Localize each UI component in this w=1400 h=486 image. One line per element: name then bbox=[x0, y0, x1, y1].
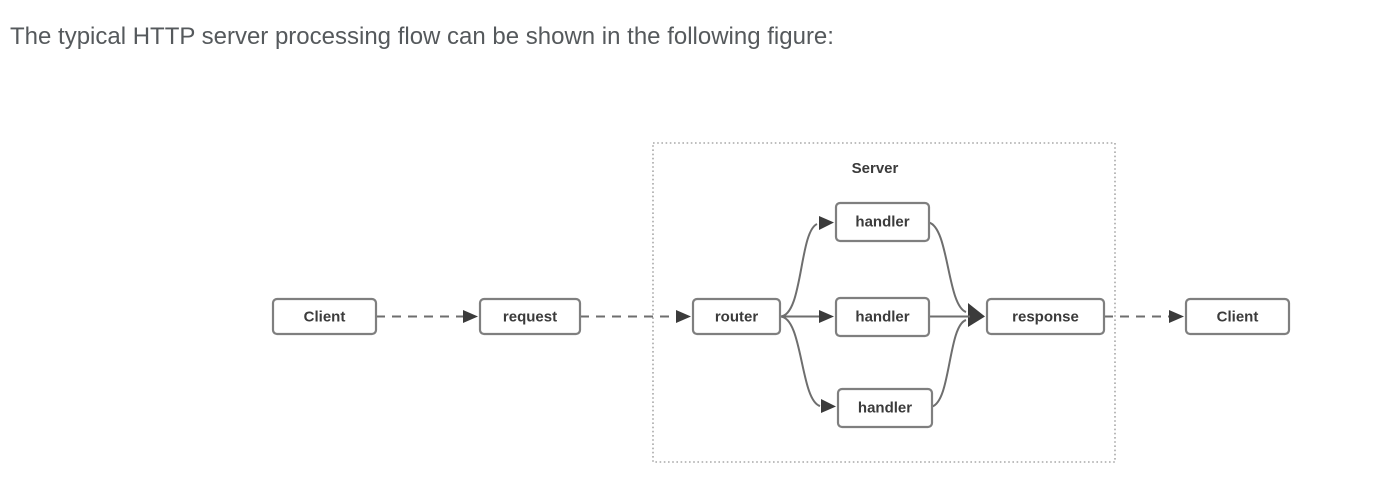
client-left-label: Client bbox=[304, 308, 346, 325]
node-client-left[interactable]: Client bbox=[271, 297, 378, 336]
node-request[interactable]: request bbox=[478, 297, 582, 336]
edge-response-to-client-right bbox=[1104, 310, 1184, 323]
client-left-box[interactable] bbox=[271, 297, 378, 336]
response-box[interactable] bbox=[985, 297, 1106, 336]
edge-router-to-handler-bottom bbox=[779, 315, 836, 413]
handler-top-box[interactable] bbox=[834, 201, 931, 243]
edge-client-left-to-request bbox=[376, 310, 478, 323]
node-handler-middle[interactable]: handler bbox=[834, 296, 931, 338]
request-label: request bbox=[503, 308, 557, 325]
node-client-right[interactable]: Client bbox=[1184, 297, 1291, 336]
handler-bottom-label: handler bbox=[858, 399, 912, 416]
node-handler-top[interactable]: handler bbox=[834, 201, 931, 243]
server-group-label: Server bbox=[852, 160, 899, 177]
edge-handler-top-to-response bbox=[928, 221, 985, 327]
handler-bottom-box[interactable] bbox=[836, 387, 934, 429]
client-right-label: Client bbox=[1217, 308, 1259, 325]
request-box[interactable] bbox=[478, 297, 582, 336]
node-router[interactable]: router bbox=[691, 297, 782, 336]
edge-request-to-router bbox=[580, 310, 691, 323]
client-right-box[interactable] bbox=[1184, 297, 1291, 336]
response-label: response bbox=[1012, 308, 1079, 325]
handler-top-label: handler bbox=[855, 213, 909, 230]
edge-router-to-handler-middle bbox=[782, 310, 834, 323]
edge-router-to-handler-top bbox=[779, 216, 834, 318]
router-label: router bbox=[715, 308, 759, 325]
page-title: The typical HTTP server processing flow … bbox=[10, 23, 834, 50]
handler-middle-box[interactable] bbox=[834, 296, 931, 338]
node-response[interactable]: response bbox=[985, 297, 1106, 336]
server-group-border bbox=[652, 142, 1116, 463]
handler-middle-label: handler bbox=[855, 308, 909, 325]
edge-handler-bottom-to-response bbox=[931, 319, 967, 408]
node-handler-bottom[interactable]: handler bbox=[836, 387, 934, 429]
router-box[interactable] bbox=[691, 297, 782, 336]
